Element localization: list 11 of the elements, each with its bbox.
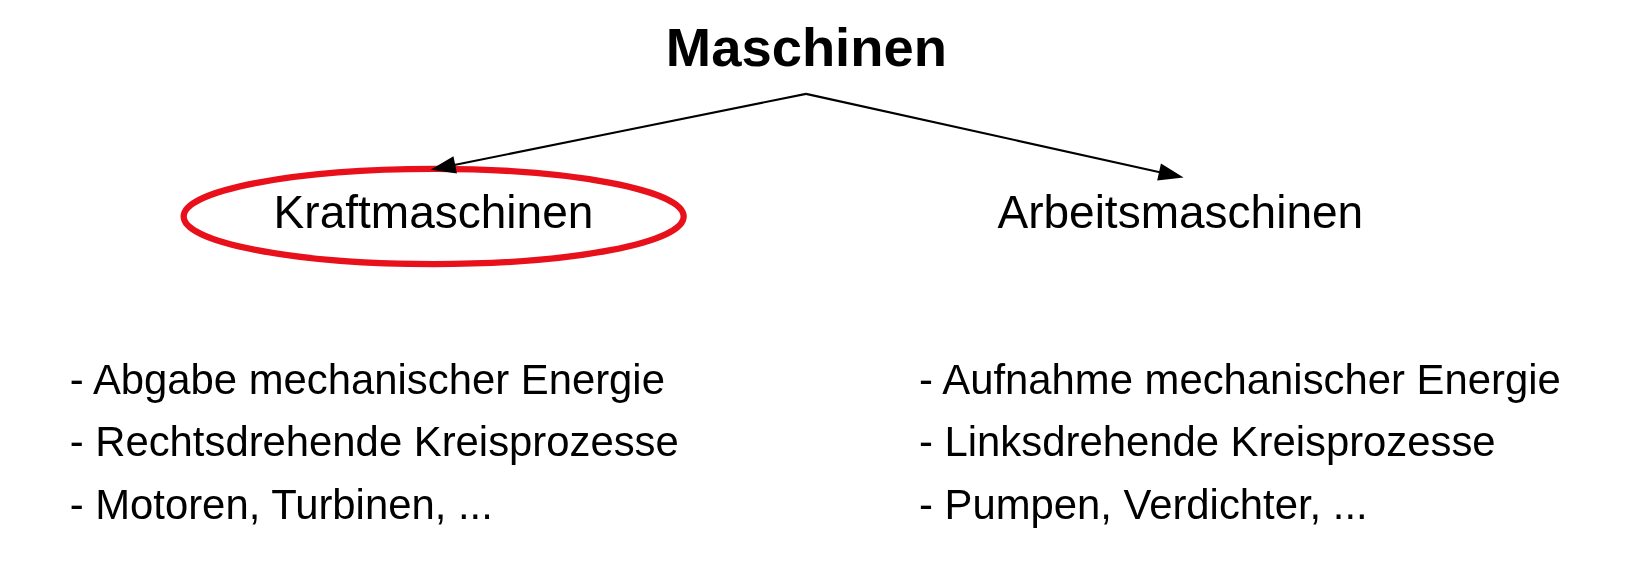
node-text: Arbeitsmaschinen — [996, 186, 1363, 239]
node-label: - Aufnahme mechanischer Energie — [918, 355, 1561, 403]
node-label: - Pumpen, Verdichter, ... — [918, 481, 1368, 529]
arrow — [430, 92, 806, 174]
node-ellipse: Kraftmaschinen — [180, 165, 687, 268]
node-label: - Linksdrehende Kreisprozesse — [918, 418, 1496, 466]
arrow — [805, 92, 1184, 181]
node-label: - Rechtsdrehende Kreisprozesse — [69, 418, 679, 466]
node-text: Maschinen — [665, 17, 947, 79]
node-label: - Motoren, Turbinen, ... — [69, 481, 493, 529]
node-label: - Abgabe mechanischer Energie — [69, 355, 665, 403]
